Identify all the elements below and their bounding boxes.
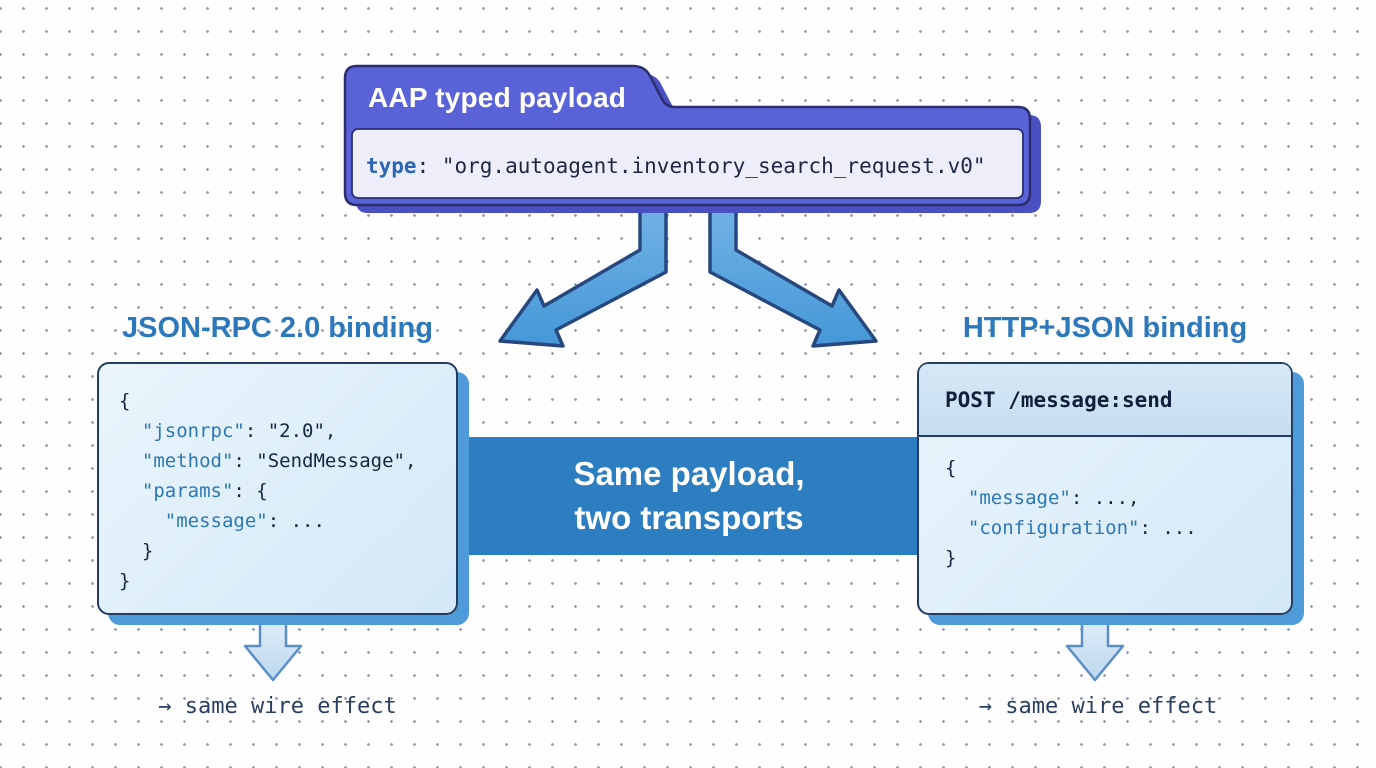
http-binding-heading: HTTP+JSON binding	[962, 312, 1248, 344]
down-right-arrow-icon	[708, 196, 878, 348]
down-arrow-left-icon	[243, 608, 303, 682]
jsonrpc-code-box: { "jsonrpc": "2.0", "method": "SendMessa…	[97, 362, 458, 615]
down-arrow-right-icon	[1065, 608, 1125, 682]
wire-effect-right: → same wire effect	[978, 694, 1218, 719]
jsonrpc-code: { "jsonrpc": "2.0", "method": "SendMessa…	[119, 390, 417, 592]
http-code: { "message": ..., "configuration": ...}	[945, 457, 1197, 569]
jsonrpc-binding-heading: JSON-RPC 2.0 binding	[122, 312, 433, 344]
http-code-box: POST /message:send { "message": ..., "co…	[917, 362, 1293, 615]
down-left-arrow-icon	[498, 196, 668, 348]
same-payload-band: Same payload, two transports	[458, 437, 920, 555]
band-line1: Same payload,	[573, 455, 805, 492]
wire-effect-left: → same wire effect	[158, 694, 397, 719]
band-line2: two transports	[574, 499, 804, 536]
http-method-header: POST /message:send	[919, 364, 1291, 437]
